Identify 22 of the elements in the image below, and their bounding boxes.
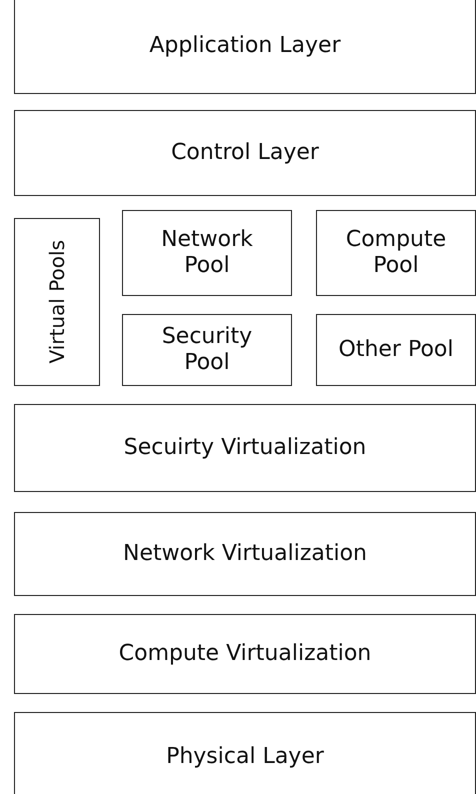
pool-group-box	[14, 218, 100, 386]
box-label: Compute Virtualization	[118, 640, 372, 668]
box-label: Physical Layer	[166, 744, 324, 770]
pool-box	[316, 314, 476, 386]
layer-box	[14, 712, 476, 794]
box-label: Application Layer	[149, 33, 341, 60]
box-label: Network Virtualization	[122, 540, 368, 568]
box-label: Control Layer	[171, 140, 319, 166]
layer-box	[14, 614, 476, 694]
pool-box	[122, 210, 292, 296]
layer-box	[14, 512, 476, 596]
box-label: Security Pool	[160, 324, 254, 376]
box-label: Virtual Pools	[45, 240, 69, 364]
box-label: Secuirty Virtualization	[124, 434, 366, 462]
box-label: Compute Pool	[344, 226, 448, 280]
box-label: Other Pool	[338, 336, 454, 364]
pool-box	[316, 210, 476, 296]
layer-box	[14, 404, 476, 492]
layer-box	[14, 110, 476, 196]
box-label: Network Pool	[160, 226, 254, 280]
pool-box	[122, 314, 292, 386]
layer-box	[14, 0, 476, 94]
